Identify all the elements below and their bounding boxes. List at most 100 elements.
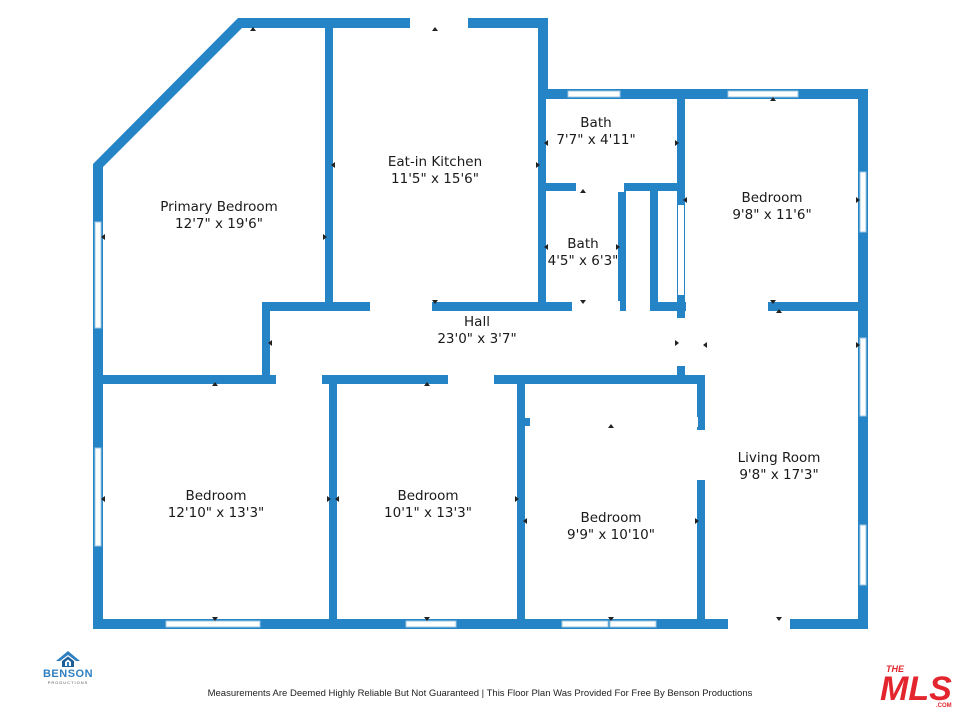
- room-name-bedroom-s-mid: Bedroom: [397, 488, 458, 504]
- tick: [101, 234, 105, 240]
- tick: [424, 617, 430, 621]
- wall-bed1-bed2: [329, 375, 337, 629]
- door-bath-hall: [572, 301, 620, 312]
- footer-disclaimer: Measurements Are Deemed Highly Reliable …: [207, 688, 753, 699]
- benson-logo-subtitle: PRODUCTIONS: [47, 680, 89, 685]
- wall-bath-closet: [618, 191, 626, 309]
- door-openings: [276, 17, 790, 630]
- room-dims-hall: 23'0" x 3'7": [437, 331, 516, 347]
- room-name-living-room: Living Room: [738, 450, 821, 466]
- room-labels: Primary Bedroom 12'7" x 19'6" Eat-in Kit…: [160, 115, 820, 543]
- tick: [323, 234, 327, 240]
- wall-hall-bottom: [93, 375, 705, 384]
- tick: [776, 617, 782, 621]
- door-living-closet: [696, 430, 706, 480]
- door-kitchen-top: [410, 17, 468, 29]
- door-bedroom-ne-hall: [686, 301, 768, 312]
- wall-primary-kitchen: [325, 18, 333, 308]
- wall-bed3-living: [697, 375, 705, 629]
- door-bath-upper: [576, 182, 624, 192]
- tick: [101, 496, 105, 502]
- room-dims-bedroom-s-right: 9'9" x 10'10": [567, 527, 655, 543]
- tick: [608, 617, 614, 621]
- room-dims-living-room: 9'8" x 17'3": [739, 467, 818, 483]
- tick: [268, 340, 272, 346]
- wall-hall-left: [262, 302, 270, 380]
- svg-text:MLS: MLS: [880, 670, 952, 708]
- house-icon: [56, 651, 80, 667]
- tick: [695, 518, 699, 524]
- wall-closet-divider: [650, 191, 658, 309]
- room-name-bedroom-ne: Bedroom: [741, 190, 802, 206]
- window-bed3-bottom-2: [609, 620, 657, 628]
- tick: [544, 244, 548, 250]
- tick: [432, 300, 438, 304]
- tick: [580, 300, 586, 304]
- room-dims-primary-bedroom: 12'7" x 19'6": [175, 216, 263, 232]
- tick: [856, 342, 860, 348]
- tick: [770, 97, 776, 101]
- tick: [608, 424, 614, 428]
- wall-top-right: [538, 89, 868, 99]
- room-dims-bedroom-ne: 9'8" x 11'6": [732, 207, 811, 223]
- window-primary-left: [94, 221, 102, 329]
- tick: [536, 162, 540, 168]
- wall-bottom-right: [790, 619, 868, 629]
- tick: [616, 244, 620, 250]
- benson-logo: BENSON PRODUCTIONS: [36, 650, 100, 685]
- room-dims-bath-upper: 7'7" x 4'11": [556, 132, 635, 148]
- window-living-right-2: [859, 524, 867, 586]
- tick: [331, 162, 335, 168]
- tick: [580, 189, 586, 193]
- room-dims-bedroom-s-mid: 10'1" x 13'3": [384, 505, 472, 521]
- tick: [683, 197, 687, 203]
- wall-top-left: [238, 18, 548, 28]
- tick: [776, 309, 782, 313]
- door-living-exterior: [728, 618, 790, 630]
- door-bed1-hall: [276, 374, 322, 385]
- tick: [432, 27, 438, 31]
- tick: [856, 197, 860, 203]
- wall-hall-top: [262, 302, 868, 311]
- window-bed2-bottom: [405, 620, 457, 628]
- room-name-kitchen: Eat-in Kitchen: [388, 154, 482, 170]
- mls-logo: THE MLS .COM: [880, 664, 952, 708]
- svg-text:THE: THE: [886, 664, 905, 674]
- tick: [212, 382, 218, 386]
- room-dims-kitchen: 11'5" x 15'6": [391, 171, 479, 187]
- window-bath-top: [567, 90, 621, 98]
- wall-left: [93, 164, 103, 629]
- tick: [212, 617, 218, 621]
- wall-diagonal: [93, 18, 252, 170]
- tick: [424, 382, 430, 386]
- room-name-primary-bedroom: Primary Bedroom: [160, 199, 278, 215]
- room-name-bedroom-sw: Bedroom: [185, 488, 246, 504]
- dimension-ticks: [101, 27, 860, 621]
- wall-kitchen-bath: [538, 89, 546, 309]
- wall-bed2-bed3: [517, 375, 525, 629]
- room-name-hall: Hall: [464, 314, 490, 330]
- tick: [544, 140, 548, 146]
- door-bed3-closet: [530, 417, 698, 427]
- window-bed1-left: [94, 447, 102, 547]
- tick: [675, 340, 679, 346]
- door-kitchen-hall: [370, 301, 432, 312]
- window-bed1-bottom: [165, 620, 261, 628]
- room-name-bedroom-s-right: Bedroom: [580, 510, 641, 526]
- tick: [335, 496, 339, 502]
- windows: [94, 90, 867, 628]
- room-name-bath-lower: Bath: [567, 236, 598, 252]
- benson-logo-name: BENSON: [42, 668, 94, 680]
- tick: [250, 27, 256, 31]
- tick: [770, 300, 776, 304]
- tick: [515, 496, 519, 502]
- tick: [327, 496, 331, 502]
- room-dims-bath-lower: 4'5" x 6'3": [548, 253, 619, 269]
- tick: [523, 518, 527, 524]
- window-bed3-bottom-1: [561, 620, 609, 628]
- wall-bath-bedroom: [677, 89, 685, 311]
- tick: [703, 342, 707, 348]
- door-closet-hall: [626, 301, 650, 312]
- svg-text:.COM: .COM: [936, 703, 952, 708]
